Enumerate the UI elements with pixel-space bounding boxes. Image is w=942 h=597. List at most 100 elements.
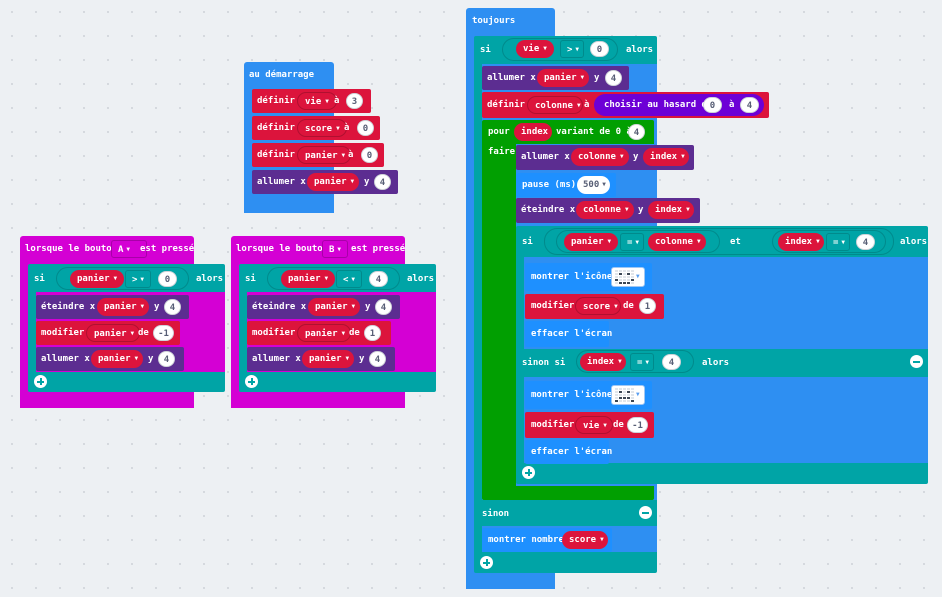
add-elseif-icon[interactable]	[480, 556, 493, 569]
for-keyword: pour	[488, 127, 510, 137]
value-input[interactable]: 4	[369, 271, 388, 287]
variable-dropdown[interactable]: colonne▼	[648, 233, 706, 251]
operator-dropdown[interactable]: =▼	[826, 233, 850, 251]
variable-dropdown[interactable]: panier▼	[302, 350, 354, 368]
button-dropdown[interactable]: A▼	[111, 240, 147, 258]
variable-dropdown[interactable]: vie▼	[297, 92, 337, 110]
add-else-icon[interactable]	[245, 375, 258, 388]
add-else-icon[interactable]	[34, 375, 47, 388]
unplot-block[interactable]: éteindre x panier▼ y 4	[247, 295, 400, 319]
elseif-keyword: sinon si	[522, 358, 566, 368]
pause-dropdown[interactable]: 500▼	[577, 176, 610, 194]
set-keyword: définir	[487, 100, 525, 110]
change-block[interactable]: modifier vie▼ de -1	[525, 412, 654, 438]
value-input[interactable]: 1	[364, 325, 381, 341]
remove-else-icon[interactable]	[639, 506, 652, 519]
y-label: y	[148, 354, 154, 364]
unplot-block[interactable]: éteindre x panier▼ y 4	[36, 295, 189, 319]
clear-screen-block[interactable]: effacer l'écran	[525, 440, 613, 464]
value-input[interactable]: 0	[158, 271, 177, 287]
pause-block[interactable]: pause (ms) 500▼	[516, 173, 616, 197]
variable-dropdown[interactable]: index	[514, 123, 552, 141]
clear-screen-block[interactable]: effacer l'écran	[525, 321, 612, 347]
variable-dropdown[interactable]: panier▼	[97, 298, 149, 316]
operator-dropdown[interactable]: >▼	[560, 40, 584, 58]
sad-face-icon[interactable]: ▼	[611, 385, 645, 405]
plot-block[interactable]: allumer x panier▼ y 4	[252, 170, 398, 194]
variable-dropdown[interactable]: score▼	[575, 297, 621, 315]
remove-elseif-icon[interactable]	[910, 355, 923, 368]
value-input[interactable]: 4	[628, 124, 645, 140]
on-start-label: au démarrage	[249, 70, 315, 80]
operator-dropdown[interactable]: =▼	[630, 353, 654, 371]
change-block[interactable]: modifier panier▼ de -1	[36, 321, 180, 345]
value-input[interactable]: 4	[375, 299, 392, 315]
variable-dropdown[interactable]: index▼	[648, 201, 694, 219]
button-dropdown[interactable]: B▼	[322, 240, 348, 258]
value-input[interactable]: -1	[153, 325, 174, 341]
value-input[interactable]: 4	[374, 174, 391, 190]
variable-dropdown[interactable]: index▼	[778, 233, 824, 251]
value-input[interactable]: 4	[369, 351, 386, 367]
variable-dropdown[interactable]: vie▼	[575, 416, 613, 434]
operator-dropdown[interactable]: >▼	[125, 270, 151, 288]
happy-face-icon[interactable]: ▼	[611, 267, 645, 287]
variable-dropdown[interactable]: panier▼	[297, 146, 351, 164]
to-label: à	[584, 100, 590, 110]
value-input[interactable]: 4	[158, 351, 175, 367]
value-input[interactable]: 4	[662, 354, 681, 370]
variable-dropdown[interactable]: panier▼	[537, 69, 589, 87]
value-input[interactable]: 1	[639, 298, 656, 314]
value-input[interactable]: 4	[164, 299, 181, 315]
set-keyword: définir	[257, 96, 295, 106]
value-input[interactable]: 4	[605, 70, 622, 86]
operator-dropdown[interactable]: <▼	[336, 270, 362, 288]
variable-dropdown[interactable]: panier▼	[281, 270, 335, 288]
variable-dropdown[interactable]: panier▼	[307, 173, 359, 191]
from-input[interactable]: 0	[703, 97, 722, 113]
variable-dropdown[interactable]: panier▼	[70, 270, 124, 288]
by-label: de	[613, 420, 624, 430]
variable-dropdown[interactable]: panier▼	[86, 324, 140, 342]
clear-keyword: effacer l'écran	[531, 447, 613, 457]
change-block[interactable]: modifier panier▼ de 1	[247, 321, 391, 345]
value-input[interactable]: 4	[856, 234, 875, 250]
variable-dropdown[interactable]: vie▼	[516, 40, 554, 58]
variable-dropdown[interactable]: index▼	[643, 148, 689, 166]
change-block[interactable]: modifier score▼ de 1	[525, 294, 664, 319]
range-label: variant de 0 à	[556, 127, 632, 137]
value-input[interactable]: 0	[590, 41, 609, 57]
variable-dropdown[interactable]: index▼	[580, 353, 626, 371]
variable-dropdown[interactable]: colonne▼	[571, 148, 629, 166]
value-input[interactable]: 0	[361, 147, 378, 163]
set-score-block[interactable]: définir score▼ à 0	[252, 116, 380, 140]
show-icon-block[interactable]: montrer l'icône ▼	[525, 263, 652, 291]
random-block[interactable]	[594, 94, 764, 116]
set-colonne-block[interactable]: définir colonne▼ à choisir au hasard de …	[482, 92, 769, 118]
plot-block[interactable]: allumer x panier▼ y 4	[482, 66, 629, 90]
variable-dropdown[interactable]: panier▼	[91, 350, 143, 368]
variable-dropdown[interactable]: colonne▼	[527, 96, 583, 114]
show-icon-block[interactable]: montrer l'icône ▼	[525, 381, 652, 409]
variable-dropdown[interactable]: panier▼	[297, 324, 351, 342]
to-input[interactable]: 4	[740, 97, 759, 113]
value-input[interactable]: 3	[346, 93, 363, 109]
value-input[interactable]: -1	[627, 417, 648, 433]
plot-block[interactable]: allumer x panier▼ y 4	[247, 347, 395, 371]
plot-block[interactable]: allumer x panier▼ y 4	[36, 347, 184, 371]
plot-keyword: allumer x	[257, 177, 306, 187]
show-number-block[interactable]: montrer nombre score▼	[482, 528, 612, 552]
variable-dropdown[interactable]: colonne▼	[576, 201, 634, 219]
plot-block[interactable]: allumer x colonne▼ y index▼	[516, 145, 694, 170]
operator-dropdown[interactable]: =▼	[620, 233, 644, 251]
set-panier-block[interactable]: définir panier▼ à 0	[252, 143, 384, 167]
value-input[interactable]: 0	[357, 120, 374, 136]
change-keyword: modifier	[41, 328, 85, 338]
unplot-block[interactable]: éteindre x colonne▼ y index▼	[516, 198, 700, 223]
variable-dropdown[interactable]: panier▼	[308, 298, 360, 316]
variable-dropdown[interactable]: score▼	[562, 531, 608, 549]
variable-dropdown[interactable]: score▼	[297, 119, 347, 137]
set-vie-block[interactable]: définir vie▼ à 3	[252, 89, 371, 113]
variable-dropdown[interactable]: panier▼	[564, 233, 618, 251]
add-else-icon[interactable]	[522, 466, 535, 479]
